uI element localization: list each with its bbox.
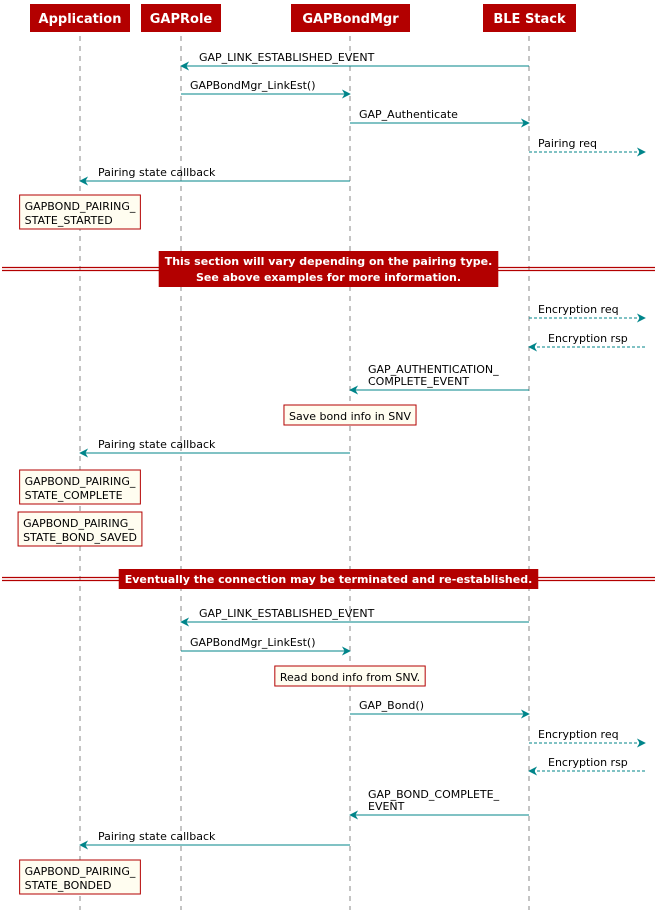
participant-application: Application bbox=[30, 4, 130, 32]
note: GAPBOND_PAIRING_STATE_BOND_SAVED bbox=[17, 511, 143, 547]
message: GAP_AUTHENTICATION_COMPLETE_EVENT bbox=[349, 363, 529, 395]
divider-label-box bbox=[158, 251, 499, 287]
message: GAP_LINK_ESTABLISHED_EVENT bbox=[180, 607, 529, 627]
message: Pairing state callback bbox=[79, 438, 350, 458]
message: Encryption rsp bbox=[528, 332, 645, 352]
message-label: GAP_Authenticate bbox=[359, 108, 458, 121]
participant-label: BLE Stack bbox=[493, 12, 566, 27]
note-text: STATE_COMPLETE bbox=[25, 489, 123, 502]
message-label: GAP_LINK_ESTABLISHED_EVENT bbox=[199, 607, 375, 620]
participant-label: GAPBondMgr bbox=[302, 12, 399, 27]
message: Encryption rsp bbox=[528, 756, 645, 776]
note-box bbox=[283, 404, 417, 426]
note-box bbox=[19, 194, 141, 230]
divider-label: Eventually the connection may be termina… bbox=[125, 573, 533, 586]
note-box bbox=[19, 469, 141, 505]
note-box bbox=[274, 665, 426, 687]
message-label: GAPBondMgr_LinkEst() bbox=[190, 79, 316, 92]
note-text: STATE_STARTED bbox=[25, 214, 113, 227]
message-label: Encryption req bbox=[538, 728, 619, 741]
message-label: EVENT bbox=[368, 800, 405, 813]
divider-label-box bbox=[118, 569, 539, 589]
message-label: GAP_BOND_COMPLETE_ bbox=[368, 788, 500, 801]
note-text: Read bond info from SNV. bbox=[280, 671, 420, 684]
events: GAP_LINK_ESTABLISHED_EVENT GAPBondMgr_Lin… bbox=[2, 51, 655, 895]
message: GAPBondMgr_LinkEst() bbox=[181, 79, 351, 99]
message-label: Pairing state callback bbox=[98, 830, 216, 843]
note: GAPBOND_PAIRING_STATE_BONDED bbox=[19, 859, 141, 895]
participant-box bbox=[141, 4, 221, 32]
message-label: Encryption rsp bbox=[548, 756, 628, 769]
section-divider: This section will vary depending on the … bbox=[2, 251, 655, 287]
message: Pairing state callback bbox=[79, 166, 350, 186]
message-label: GAPBondMgr_LinkEst() bbox=[190, 636, 316, 649]
message-label: Pairing state callback bbox=[98, 166, 216, 179]
note: Read bond info from SNV. bbox=[274, 665, 426, 687]
message: GAP_LINK_ESTABLISHED_EVENT bbox=[180, 51, 529, 71]
message-label: GAP_AUTHENTICATION_ bbox=[368, 363, 499, 376]
message: Encryption req bbox=[529, 303, 646, 323]
note-text: STATE_BOND_SAVED bbox=[23, 531, 137, 544]
message: GAP_Authenticate bbox=[350, 108, 530, 128]
note-text: GAPBOND_PAIRING_ bbox=[23, 517, 134, 530]
participants: Application GAPRole GAPBondMgr BLE Stack bbox=[30, 4, 576, 32]
divider-label: See above examples for more information. bbox=[196, 271, 461, 284]
section-divider: Eventually the connection may be termina… bbox=[2, 569, 655, 589]
participant-label: Application bbox=[39, 12, 122, 27]
message-label: GAP_LINK_ESTABLISHED_EVENT bbox=[199, 51, 375, 64]
participant-box bbox=[483, 4, 576, 32]
participant-gapbondmgr: GAPBondMgr bbox=[291, 4, 410, 32]
note-box bbox=[19, 859, 141, 895]
note-text: STATE_BONDED bbox=[25, 879, 112, 892]
message: Pairing state callback bbox=[79, 830, 350, 850]
note-text: GAPBOND_PAIRING_ bbox=[25, 865, 136, 878]
message-label: Pairing req bbox=[538, 137, 597, 150]
participant-label: GAPRole bbox=[150, 12, 213, 27]
message: Pairing req bbox=[529, 137, 646, 157]
message-label: Pairing state callback bbox=[98, 438, 216, 451]
message: GAPBondMgr_LinkEst() bbox=[181, 636, 351, 656]
participant-box bbox=[291, 4, 410, 32]
participant-gaprole: GAPRole bbox=[141, 4, 221, 32]
note-box bbox=[17, 511, 143, 547]
message-label: COMPLETE_EVENT bbox=[368, 375, 469, 388]
divider-label: This section will vary depending on the … bbox=[165, 255, 493, 268]
note-text: GAPBOND_PAIRING_ bbox=[25, 475, 136, 488]
message: GAP_BOND_COMPLETE_EVENT bbox=[349, 788, 529, 820]
participant-ble-stack: BLE Stack bbox=[483, 4, 576, 32]
message-label: Encryption rsp bbox=[548, 332, 628, 345]
message-label: GAP_Bond() bbox=[359, 699, 424, 712]
note-text: GAPBOND_PAIRING_ bbox=[25, 200, 136, 213]
message: Encryption req bbox=[529, 728, 646, 748]
message: GAP_Bond() bbox=[350, 699, 530, 719]
note-text: Save bond info in SNV bbox=[289, 410, 412, 423]
note: Save bond info in SNV bbox=[283, 404, 417, 426]
note: GAPBOND_PAIRING_STATE_STARTED bbox=[19, 194, 141, 230]
note: GAPBOND_PAIRING_STATE_COMPLETE bbox=[19, 469, 141, 505]
participant-box bbox=[30, 4, 130, 32]
message-label: Encryption req bbox=[538, 303, 619, 316]
